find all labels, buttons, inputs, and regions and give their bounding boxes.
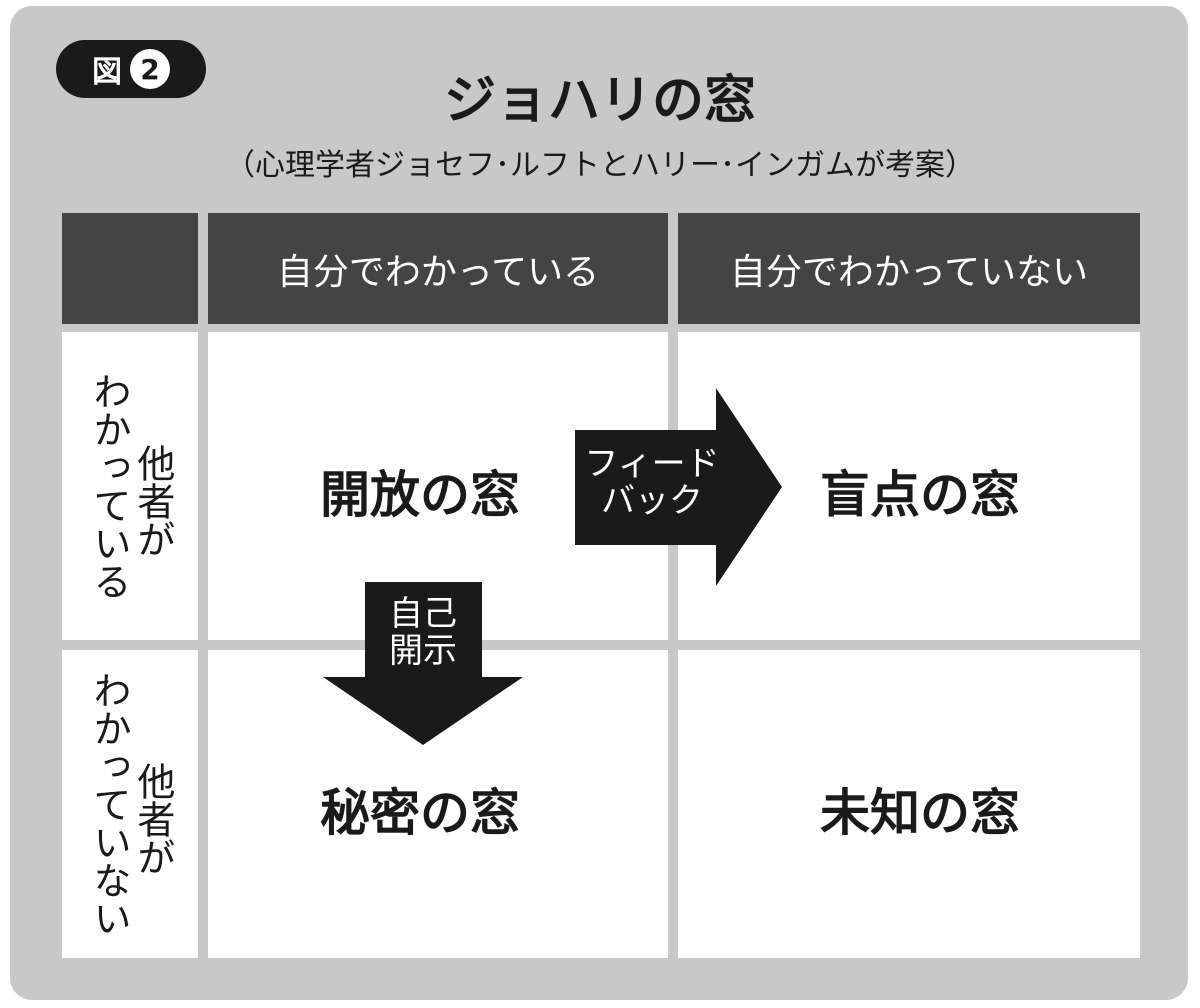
- row-label-line2: わかっている: [87, 372, 131, 600]
- figure-badge: 図 2: [56, 40, 206, 98]
- quadrant-blind-label: 盲点の窓: [820, 466, 1020, 524]
- header-unknown-to-self: 自分でわかっていない: [678, 213, 1140, 324]
- badge-number: 2: [130, 49, 170, 89]
- figure-subtitle: （心理学者ジョセフ･ルフトとハリー･インガムが考案）: [225, 148, 975, 183]
- cell-unknown: [678, 650, 1140, 958]
- header-corner: [62, 213, 198, 324]
- self-disclosure-arrow-shape: [323, 582, 523, 745]
- row-label-unknown-to-others: 他者が わかっていない: [62, 650, 198, 958]
- row-label-known-to-others: 他者が わかっている: [62, 332, 198, 640]
- row-label-line2: わかっていない: [87, 671, 131, 937]
- self-disclosure-arrow-label: 自己 開示: [389, 594, 457, 672]
- header-known-to-self: 自分でわかっている: [208, 213, 668, 324]
- quadrant-unknown-label: 未知の窓: [820, 784, 1020, 842]
- feedback-arrow-shape: [575, 388, 782, 586]
- row-label-line1: 他者が: [130, 762, 175, 876]
- feedback-arrow-label: フィード バック: [584, 444, 720, 522]
- figure-title: ジョハリの窓: [443, 71, 756, 131]
- badge-label: 図: [92, 55, 122, 90]
- row-label-line1: 他者が: [130, 444, 175, 558]
- quadrant-hidden-label: 秘密の窓: [320, 784, 520, 842]
- quadrant-open-label: 開放の窓: [320, 466, 520, 524]
